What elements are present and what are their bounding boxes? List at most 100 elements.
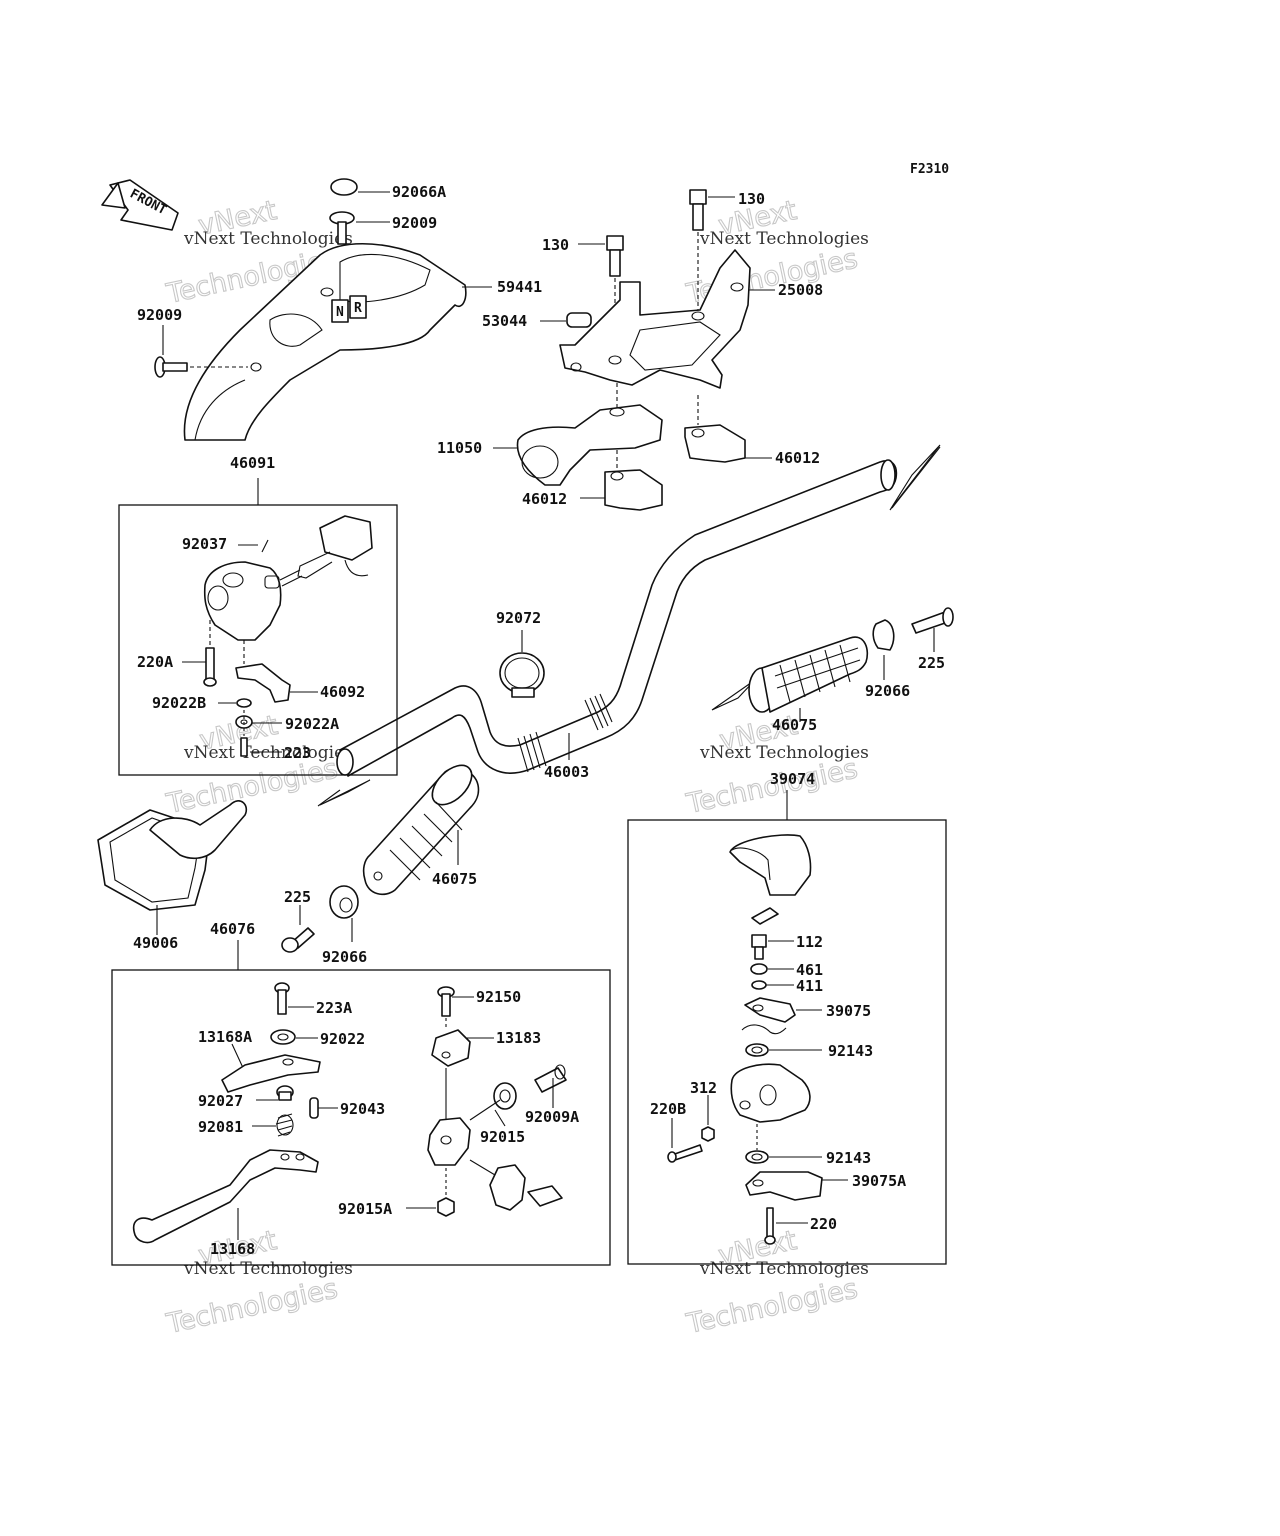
switch-letter-r: R [354,301,362,316]
screw-92009-top [327,211,390,286]
screw-223 [240,710,282,757]
washer-92022 [270,1029,318,1045]
lever-46092 [235,640,318,703]
nut-92015A [406,1197,455,1217]
label-53044: 53044 [482,312,527,330]
label-46075-right: 46075 [772,716,817,734]
plate [751,907,779,925]
label-225-right: 225 [918,654,945,672]
grip-46075-left [362,764,480,896]
throttle-housing [730,1063,811,1123]
screw-225-left [281,905,315,953]
cap-92066A [330,178,390,196]
lever-holder [427,1068,563,1211]
label-46076: 46076 [210,920,255,938]
front-arrow-icon: FRONT [101,179,179,231]
adjuster-92009A [534,1064,567,1108]
nut-92015 [493,1082,517,1127]
label-312: 312 [690,1079,717,1097]
lever-13168A [221,1043,321,1093]
watermark-text: vNext Technologies [183,229,353,249]
washer-92022B [218,698,252,708]
cover-49006 [97,800,248,935]
watermark-text: vNext Technologies [183,743,353,763]
clamp-46012-right [684,395,772,463]
label-92037: 92037 [182,535,227,553]
figure-code: F2310 [910,162,949,177]
label-223: 223 [284,744,311,762]
holder-11050 [493,383,663,486]
label-46091: 46091 [230,454,275,472]
label-92022: 92022 [320,1030,365,1048]
bolt-130-right [689,189,735,310]
end-cap-92066-left [329,885,359,942]
watermark-text: vNext Technologies [699,743,869,763]
label-49006: 49006 [133,934,178,952]
screw-92009-left [154,325,248,378]
lever-39075A [745,1171,848,1201]
watermark-text-large: Technologies [163,1273,340,1340]
switch-letter-n: N [336,305,344,320]
label-92022B: 92022B [152,694,206,712]
label-220: 220 [810,1215,837,1233]
label-92066-left: 92066 [322,948,367,966]
lever-13168 [133,1149,319,1244]
label-225-left: 225 [284,888,311,906]
washer-92143-bottom [745,1124,822,1164]
label-13168A: 13168A [198,1028,252,1046]
watermark-text-large: Technologies [683,1273,860,1340]
label-92009A: 92009A [525,1108,579,1126]
label-92022A: 92022A [285,715,339,733]
label-46092: 46092 [320,683,365,701]
throttle-cover [729,834,812,896]
label-46012-left: 46012 [522,490,567,508]
label-92009-top: 92009 [392,214,437,232]
bracket-25008 [559,249,775,389]
label-46012-right: 46012 [775,449,820,467]
screw-220A [182,620,217,687]
label-46075-left: 46075 [432,870,477,888]
label-92143-top: 92143 [828,1042,873,1060]
screw-220 [764,1207,808,1245]
end-cap-92066-right [872,619,895,680]
grip-46075-right [711,636,869,722]
handlebar-46003 [317,444,941,807]
label-92027: 92027 [198,1092,243,1110]
bushing-92027 [256,1085,294,1101]
label-25008: 25008 [778,281,823,299]
watermark-text: vNext Technologies [699,1259,869,1279]
nut-312 [701,1095,715,1142]
screw-220B [667,1118,703,1163]
label-220A: 220A [137,653,173,671]
lever-assembly-box [111,969,611,1266]
label-92066A: 92066A [392,183,446,201]
arm-39075 [744,997,822,1023]
bolt-223A [274,982,314,1015]
label-39074: 39074 [770,770,815,788]
screw-225-right [911,607,954,652]
bolt-112 [751,934,794,960]
label-92150: 92150 [476,988,521,1006]
label-112: 112 [796,933,823,951]
switch-housing-46091 [203,515,373,641]
label-92015: 92015 [480,1128,525,1146]
spacer-53044 [540,312,592,328]
label-46003: 46003 [544,763,589,781]
label-130-left: 130 [542,236,569,254]
spring [741,1024,787,1035]
label-92143-bottom: 92143 [826,1149,871,1167]
label-39075A: 39075A [852,1172,906,1190]
label-59441: 59441 [497,278,542,296]
label-411: 411 [796,977,823,995]
bracket-13183 [431,1029,494,1067]
label-223A: 223A [316,999,352,1017]
label-92066-right: 92066 [865,682,910,700]
label-220B: 220B [650,1100,686,1118]
washer-92143-top [745,1043,822,1057]
watermark-text: vNext Technologies [699,229,869,249]
part-labels: 92066A 92009 59441 92009 130 130 25008 5… [133,183,945,1258]
label-11050: 11050 [437,439,482,457]
spring-92081 [252,1113,294,1137]
label-92072: 92072 [496,609,541,627]
